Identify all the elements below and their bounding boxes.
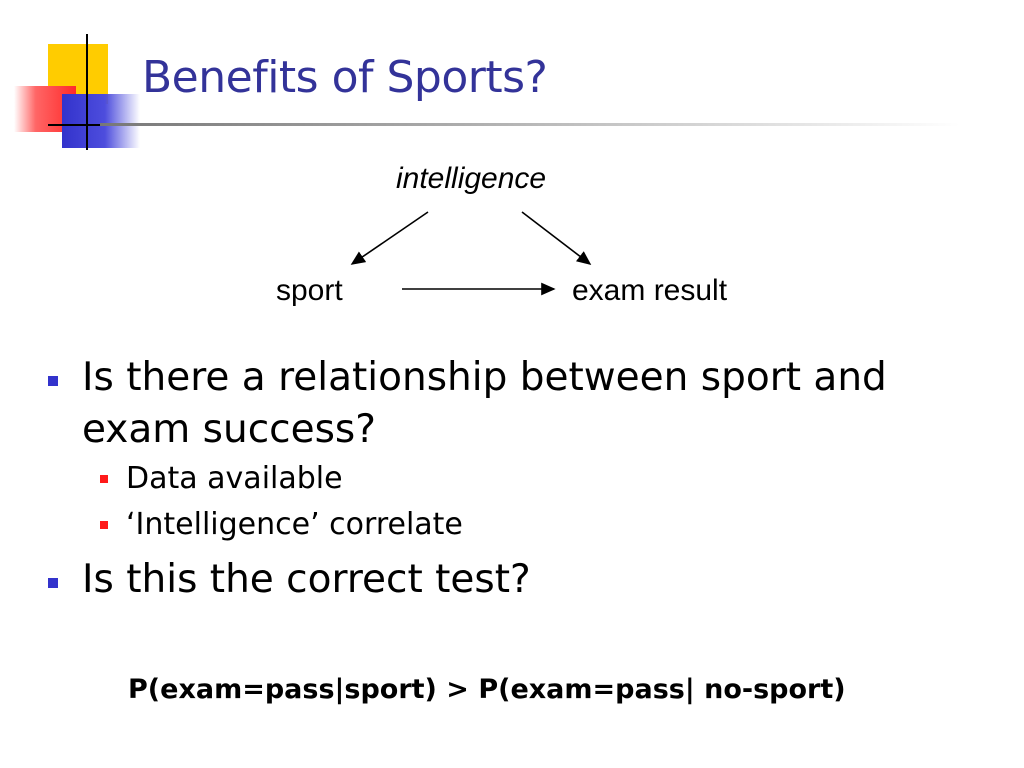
bullet-square-icon [48,578,58,588]
sub-bullet-text: ‘Intelligence’ correlate [126,507,463,542]
logo-blue-square [62,94,140,148]
sub-bullet-item: Data available [48,456,988,502]
diagram-node-sport: sport [276,274,343,307]
probability-formula: P(exam=pass|sport) > P(exam=pass| no-spo… [128,674,846,705]
causal-diagram: intelligence sport exam result [0,0,1024,340]
sub-bullet-square-icon [100,521,108,529]
sub-bullet-text: Data available [126,461,343,496]
slide-logo-decoration [0,0,150,160]
bullet-text: Is there a relationship between sport an… [82,355,887,452]
slide-title: Benefits of Sports? [142,52,548,103]
logo-horizontal-line [48,124,140,126]
diagram-node-intelligence: intelligence [396,162,547,195]
bullet-list: Is there a relationship between sport an… [48,352,988,606]
bullet-item: Is there a relationship between sport an… [48,352,988,456]
bullet-text: Is this the correct test? [82,557,531,602]
bullet-item: Is this the correct test? [48,554,988,606]
arrow-intelligence-to-exam-result [521,211,592,265]
title-underline [100,123,960,126]
sub-bullet-square-icon [100,475,108,483]
sub-bullet-item: ‘Intelligence’ correlate [48,502,988,548]
arrow-intelligence-to-sport [350,211,429,265]
diagram-arrows [350,211,592,296]
bullet-square-icon [48,376,58,386]
logo-vertical-line [86,34,88,150]
diagram-node-exam-result: exam result [572,274,728,307]
